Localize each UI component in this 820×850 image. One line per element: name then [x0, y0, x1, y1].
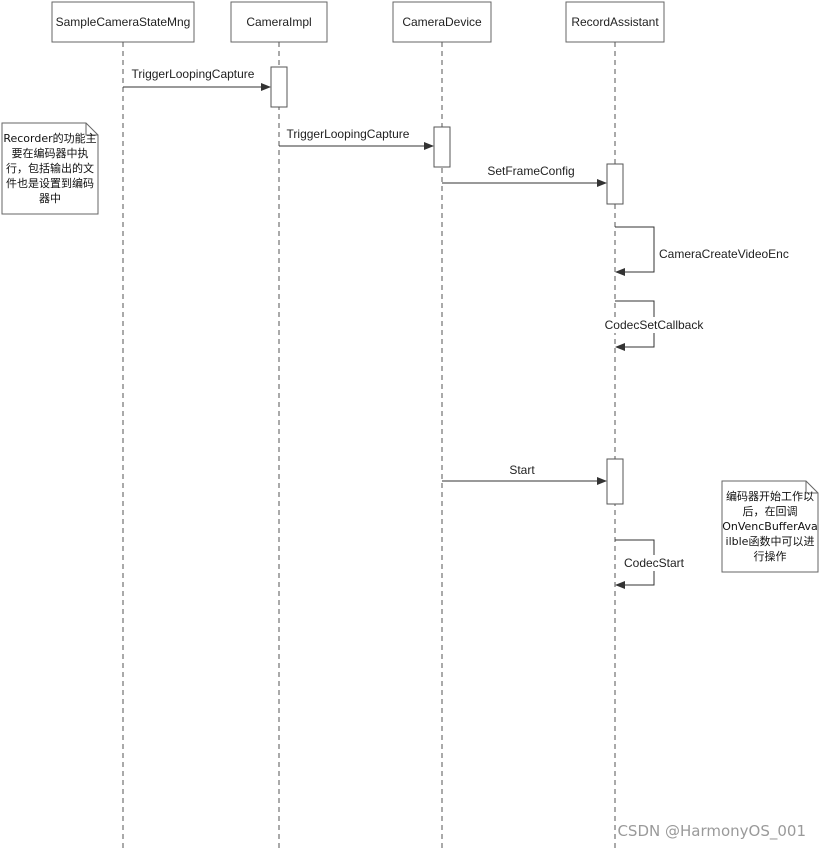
lifeline-camera-impl: CameraImpl: [230, 1, 328, 850]
note-line: 编码器开始工作以: [726, 490, 814, 503]
lifeline-label: CameraDevice: [402, 15, 482, 29]
lifeline-sample-camera-state-mng: SampleCameraStateMng: [51, 1, 195, 850]
lifeline-camera-device: CameraDevice: [392, 1, 492, 850]
note-line: Recorder的功能主: [3, 132, 97, 145]
activation-bar-record-assistant-2: [606, 458, 624, 505]
message-label: CameraCreateVideoEnc: [659, 247, 789, 261]
note-encoder: [721, 480, 819, 573]
activation-bar-camera-device: [433, 126, 451, 168]
message-camera-create-video-enc: CameraCreateVideoEnc: [615, 226, 789, 276]
note-line: 件也是设置到编码: [6, 177, 94, 190]
message-start: Start: [442, 463, 607, 485]
note-line: 行，包括输出的文: [6, 162, 94, 175]
note-shape: [721, 480, 819, 573]
note-recorder: [1, 122, 99, 215]
note-line: 后，在回调: [742, 505, 798, 518]
message-label-bg: [608, 317, 702, 333]
note-line: 行操作: [753, 550, 787, 563]
message-set-frame-config: SetFrameConfig: [442, 164, 607, 187]
watermark: CSDN @HarmonyOS_001: [617, 822, 806, 840]
note-line: 器中: [39, 192, 61, 205]
note-recorder-text: Recorder的功能主 要在编码器中执 行，包括输出的文 件也是设置到编码 器…: [2, 131, 98, 206]
lifeline-head-box: [392, 1, 492, 43]
note-fold: [85, 123, 98, 136]
message-label: TriggerLoopingCapture: [287, 127, 410, 141]
lifeline-label: SampleCameraStateMng: [56, 15, 191, 29]
note-fold: [805, 481, 818, 494]
note-encoder-text: 编码器开始工作以 后，在回调 OnVencBufferAva ilble函数中可…: [722, 489, 818, 564]
message-label: CodecStart: [624, 556, 685, 570]
note-line: OnVencBufferAva: [722, 520, 818, 533]
note-line: 要在编码器中执: [11, 147, 89, 160]
activation-bar-camera-impl: [270, 66, 288, 108]
activation-bar-record-assistant-1: [606, 163, 624, 205]
message-trigger-looping-capture-2: TriggerLoopingCapture: [279, 127, 434, 150]
lifeline-label: RecordAssistant: [571, 15, 659, 29]
note-shape: [1, 122, 99, 215]
message-codec-start: CodecStart: [615, 539, 686, 589]
message-label-bg: [622, 555, 686, 571]
lifeline-record-assistant: RecordAssistant: [565, 1, 665, 850]
message-self-arrow: [615, 226, 655, 276]
lifeline-head-box: [565, 1, 665, 43]
message-codec-set-callback: CodecSetCallback: [605, 300, 705, 351]
message-label: Start: [509, 463, 535, 477]
message-trigger-looping-capture-1: TriggerLoopingCapture: [123, 67, 271, 91]
message-label: CodecSetCallback: [605, 318, 705, 332]
lifeline-head-box: [51, 1, 195, 43]
lifeline-label: CameraImpl: [246, 15, 311, 29]
message-label: SetFrameConfig: [487, 164, 574, 178]
note-line: ilble函数中可以进: [725, 535, 815, 548]
message-label: TriggerLoopingCapture: [132, 67, 255, 81]
